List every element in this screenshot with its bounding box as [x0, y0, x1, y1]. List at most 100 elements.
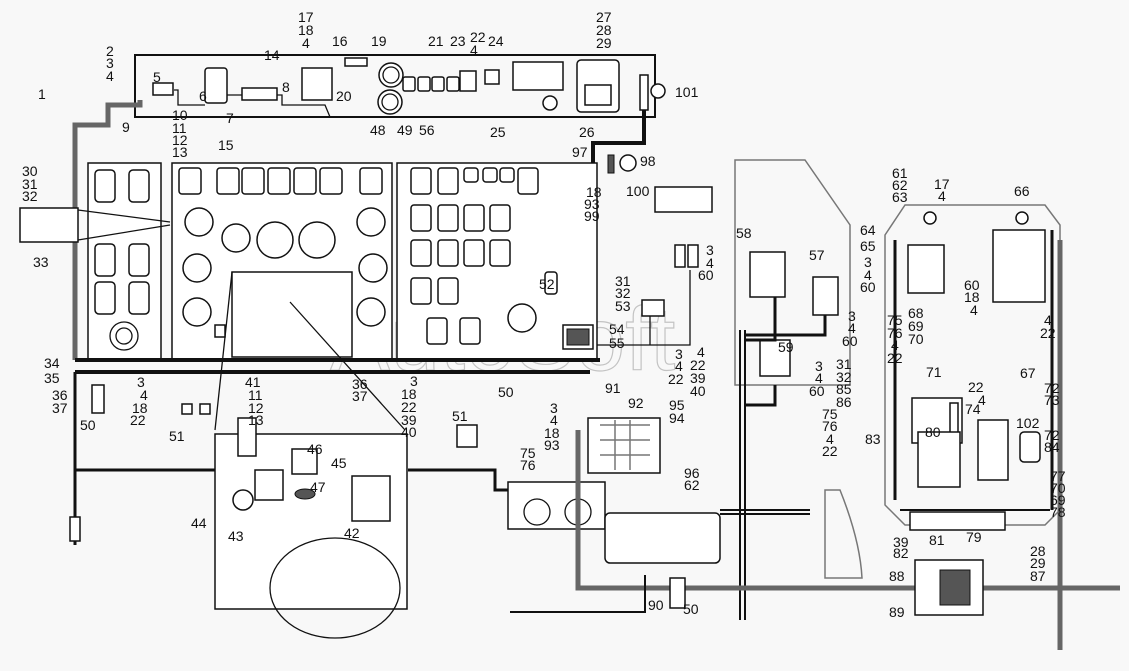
item-23	[484, 69, 500, 85]
callout-20: 20	[336, 88, 352, 104]
callout-44: 44	[191, 515, 207, 531]
callout-4: 4	[826, 431, 834, 447]
callout-4: 4	[140, 387, 148, 403]
callout-97: 97	[572, 144, 588, 160]
callout-3: 3	[815, 358, 823, 374]
item-101	[650, 83, 666, 99]
callout-39: 39	[893, 534, 909, 550]
callout-9: 9	[122, 119, 130, 135]
connector-8	[241, 87, 278, 101]
callout-90: 90	[648, 597, 664, 613]
callout-87: 87	[1030, 568, 1046, 584]
callout-50: 50	[80, 417, 96, 433]
callout-31: 31	[836, 356, 852, 372]
callout-4: 4	[106, 68, 114, 84]
callout-4: 4	[550, 412, 558, 428]
callout-53: 53	[615, 298, 631, 314]
callout-3: 3	[137, 374, 145, 390]
module-59	[759, 339, 791, 377]
callout-48: 48	[370, 122, 386, 138]
callout-76: 76	[520, 457, 536, 473]
callout-3: 3	[550, 400, 558, 416]
connector-5	[152, 82, 174, 96]
callout-100: 100	[626, 183, 650, 199]
callout-80: 80	[925, 424, 941, 440]
callout-19: 19	[371, 33, 387, 49]
callout-22: 22	[887, 350, 903, 366]
callout-75: 75	[520, 445, 536, 461]
callout-76: 76	[887, 325, 903, 341]
callout-72: 72	[1044, 380, 1060, 396]
callout-42: 42	[344, 525, 360, 541]
callout-102: 102	[1016, 415, 1040, 431]
switch-21	[459, 70, 477, 92]
callout-25: 25	[490, 124, 506, 140]
callout-31: 31	[22, 176, 38, 192]
instrument-cluster	[171, 162, 406, 431]
connector-block	[639, 74, 649, 111]
callout-2: 2	[106, 43, 114, 59]
callout-58: 58	[736, 225, 752, 241]
callout-16: 16	[332, 33, 348, 49]
callout-52: 52	[539, 276, 555, 292]
callout-62: 62	[684, 477, 700, 493]
callout-99: 99	[584, 208, 600, 224]
callout-78: 78	[1050, 504, 1066, 520]
callout-4: 4	[1044, 312, 1052, 328]
module-65	[907, 244, 945, 294]
switch-33	[19, 207, 79, 243]
callout-70: 70	[908, 331, 924, 347]
callout-4: 4	[864, 267, 872, 283]
callout-4: 4	[970, 302, 978, 318]
callout-68: 68	[908, 305, 924, 321]
callout-83: 83	[865, 431, 881, 447]
callout-28: 28	[596, 22, 612, 38]
callout-36: 36	[52, 387, 68, 403]
callout-17: 17	[298, 9, 314, 25]
callout-4: 4	[706, 255, 714, 271]
callout-13: 13	[172, 144, 188, 160]
callout-55: 55	[609, 335, 625, 351]
callout-11: 11	[172, 120, 187, 136]
callout-32: 32	[22, 188, 38, 204]
callout-21: 21	[428, 33, 444, 49]
top-console	[72, 54, 666, 360]
electrical-panel	[884, 204, 1061, 531]
callout-12: 12	[248, 400, 264, 416]
callout-8: 8	[282, 79, 290, 95]
callout-39: 39	[401, 412, 417, 428]
callout-22: 22	[822, 443, 838, 459]
callout-14: 14	[264, 47, 280, 63]
callout-74: 74	[965, 401, 981, 417]
callout-3: 3	[410, 373, 418, 389]
callout-37: 37	[52, 400, 68, 416]
callout-40: 40	[690, 383, 706, 399]
callout-4: 4	[978, 392, 986, 408]
callout-50: 50	[683, 601, 699, 617]
callout-50: 50	[498, 384, 514, 400]
callout-96: 96	[684, 465, 700, 481]
callout-93: 93	[544, 437, 560, 453]
lamp-98	[619, 154, 637, 172]
callout-4: 4	[938, 188, 946, 204]
callout-22: 22	[130, 412, 146, 428]
callout-69: 69	[1050, 492, 1066, 508]
callout-56: 56	[419, 122, 435, 138]
callout-29: 29	[596, 35, 612, 51]
callout-40: 40	[401, 424, 417, 440]
module-66	[992, 229, 1046, 303]
callout-88: 88	[889, 568, 905, 584]
callout-4: 4	[302, 35, 310, 51]
callout-89: 89	[889, 604, 905, 620]
callout-76: 76	[822, 418, 838, 434]
callout-33: 33	[33, 254, 49, 270]
callout-60: 60	[964, 277, 980, 293]
callout-3: 3	[864, 254, 872, 270]
callout-73: 73	[1044, 392, 1060, 408]
callout-51: 51	[452, 408, 468, 424]
callout-39: 39	[690, 370, 706, 386]
callout-18: 18	[132, 400, 148, 416]
callout-81: 81	[929, 532, 945, 548]
